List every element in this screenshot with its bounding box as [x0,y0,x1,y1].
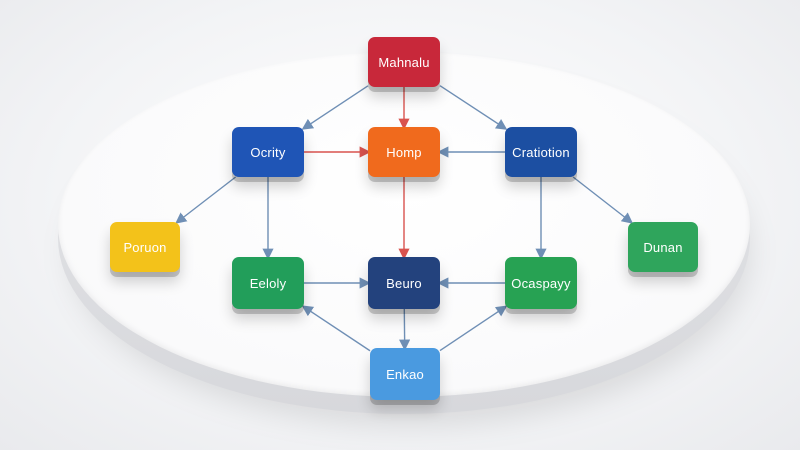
node-label: Mahnalu [378,54,430,70]
node-label: Cratiotion [512,144,570,160]
node-label: Dunan [643,239,683,255]
node-label: Homp [386,144,422,160]
node-label: Beuro [386,275,422,291]
node-ocrity[interactable]: Ocrity [232,127,304,177]
node-label: Enkao [386,366,424,382]
node-poruon[interactable]: Poruon [110,222,180,272]
node-homp[interactable]: Homp [368,127,440,177]
node-label: Ocaspayy [511,275,571,291]
node-dunan[interactable]: Dunan [628,222,698,272]
node-label: Poruon [123,239,167,255]
node-beuro[interactable]: Beuro [368,257,440,309]
node-label: Ocrity [250,144,286,160]
node-eeloly[interactable]: Eeloly [232,257,304,309]
node-cratiotion[interactable]: Cratiotion [505,127,577,177]
node-enkao[interactable]: Enkao [370,348,440,400]
node-label: Eeloly [249,275,287,291]
node-ocaspayy[interactable]: Ocaspayy [505,257,577,309]
node-mahnalu[interactable]: Mahnalu [368,37,440,87]
